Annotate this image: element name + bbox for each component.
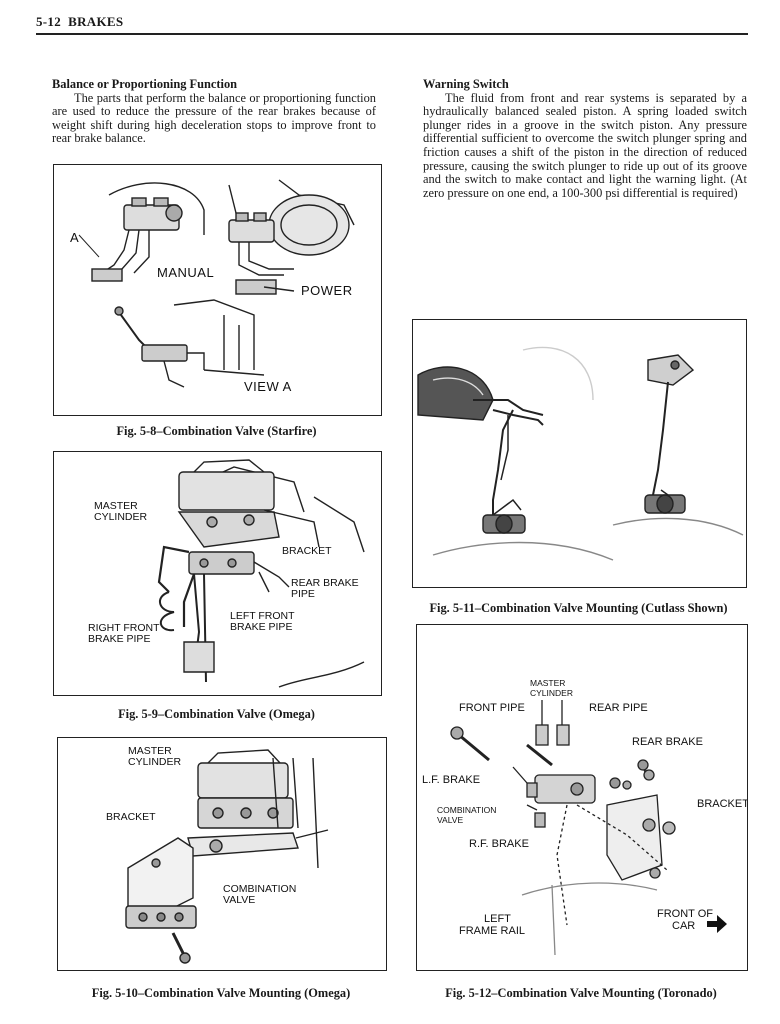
figure-5-10: MASTER CYLINDER BRACKET COMBINATION VALV… [57, 737, 387, 971]
figure-5-11-caption: Fig. 5-11–Combination Valve Mounting (Cu… [429, 601, 728, 615]
label-combination-valve-line2: VALVE [223, 894, 256, 906]
figure-5-8: A MANUAL POWER VIEW A [53, 164, 382, 416]
label-combination-valve-line1: COMBINATION [437, 805, 497, 815]
label-manual: MANUAL [157, 265, 215, 280]
label-bracket: BRACKET [282, 545, 332, 557]
label-right-front-line2: BRAKE PIPE [88, 633, 151, 645]
label-bracket: BRACKET [106, 811, 156, 823]
label-master-cylinder-line2: CYLINDER [128, 756, 182, 768]
section-body: The fluid from front and rear systems is… [423, 90, 747, 200]
label-rf-brake: R.F. BRAKE [469, 838, 529, 850]
label-front-of-car-line1: FRONT OF [657, 908, 714, 920]
warning-switch-section: Warning Switch The fluid from front and … [423, 77, 747, 200]
section-body: The parts that perform the balance or pr… [52, 90, 376, 146]
label-lf-brake: L.F. BRAKE [422, 774, 481, 786]
omega-mounting-illustration [125, 749, 329, 964]
label-a: A [70, 230, 80, 245]
label-right-front-line1: RIGHT FRONT [88, 622, 160, 634]
label-master-cylinder-line2: CYLINDER [94, 511, 148, 523]
label-front-of-car-line2: CAR [672, 920, 696, 932]
starfire-valve-illustration [78, 179, 355, 388]
label-rear-brake: REAR BRAKE [632, 736, 703, 748]
figure-5-10-caption: Fig. 5-10–Combination Valve Mounting (Om… [91, 986, 351, 1000]
omega-valve-illustration [157, 459, 365, 688]
label-master-cylinder-line1: MASTER [128, 745, 172, 757]
label-bracket: BRACKET [697, 798, 748, 810]
cutlass-mounting-photo [417, 346, 744, 561]
label-view-a: VIEW A [244, 379, 292, 394]
label-left-frame-rail-line2: FRAME RAIL [459, 925, 526, 937]
label-combination-valve-line1: COMBINATION [223, 883, 297, 895]
toronado-mounting-illustration [450, 700, 727, 956]
section-heading: Balance or Proportioning Function [52, 77, 238, 91]
label-rear-brake-pipe-line1: REAR BRAKE [291, 577, 359, 589]
running-header: 5-12 BRAKES [36, 14, 748, 30]
section-heading: Warning Switch [423, 77, 509, 91]
label-left-front-line1: LEFT FRONT [230, 610, 295, 622]
label-power: POWER [301, 283, 353, 298]
label-rear-brake-pipe-line2: PIPE [291, 588, 315, 600]
figure-5-11 [412, 319, 747, 588]
label-rear-pipe: REAR PIPE [589, 702, 648, 714]
label-combination-valve-line2: VALVE [437, 815, 464, 825]
label-master-cylinder-line1: MASTER [530, 678, 566, 688]
figure-5-9: MASTER CYLINDER BRACKET REAR BRAKE PIPE … [53, 451, 382, 696]
label-left-frame-rail-line1: LEFT [484, 913, 511, 925]
figure-5-8-caption: Fig. 5-8–Combination Valve (Starfire) [116, 424, 317, 438]
label-master-cylinder-line2: CYLINDER [530, 688, 573, 698]
label-front-pipe: FRONT PIPE [459, 702, 525, 714]
figure-5-12-caption: Fig. 5-12–Combination Valve Mounting (To… [445, 986, 717, 1000]
figure-5-12: MASTER CYLINDER FRONT PIPE REAR PIPE REA… [416, 624, 748, 971]
balance-proportioning-section: Balance or Proportioning Function The pa… [52, 77, 376, 146]
page-number: 5-12 [36, 14, 62, 29]
label-left-front-line2: BRAKE PIPE [230, 621, 293, 633]
figure-5-9-caption: Fig. 5-9–Combination Valve (Omega) [118, 707, 315, 721]
section-title: BRAKES [68, 14, 124, 29]
label-master-cylinder-line1: MASTER [94, 500, 138, 512]
header-rule [36, 33, 748, 35]
